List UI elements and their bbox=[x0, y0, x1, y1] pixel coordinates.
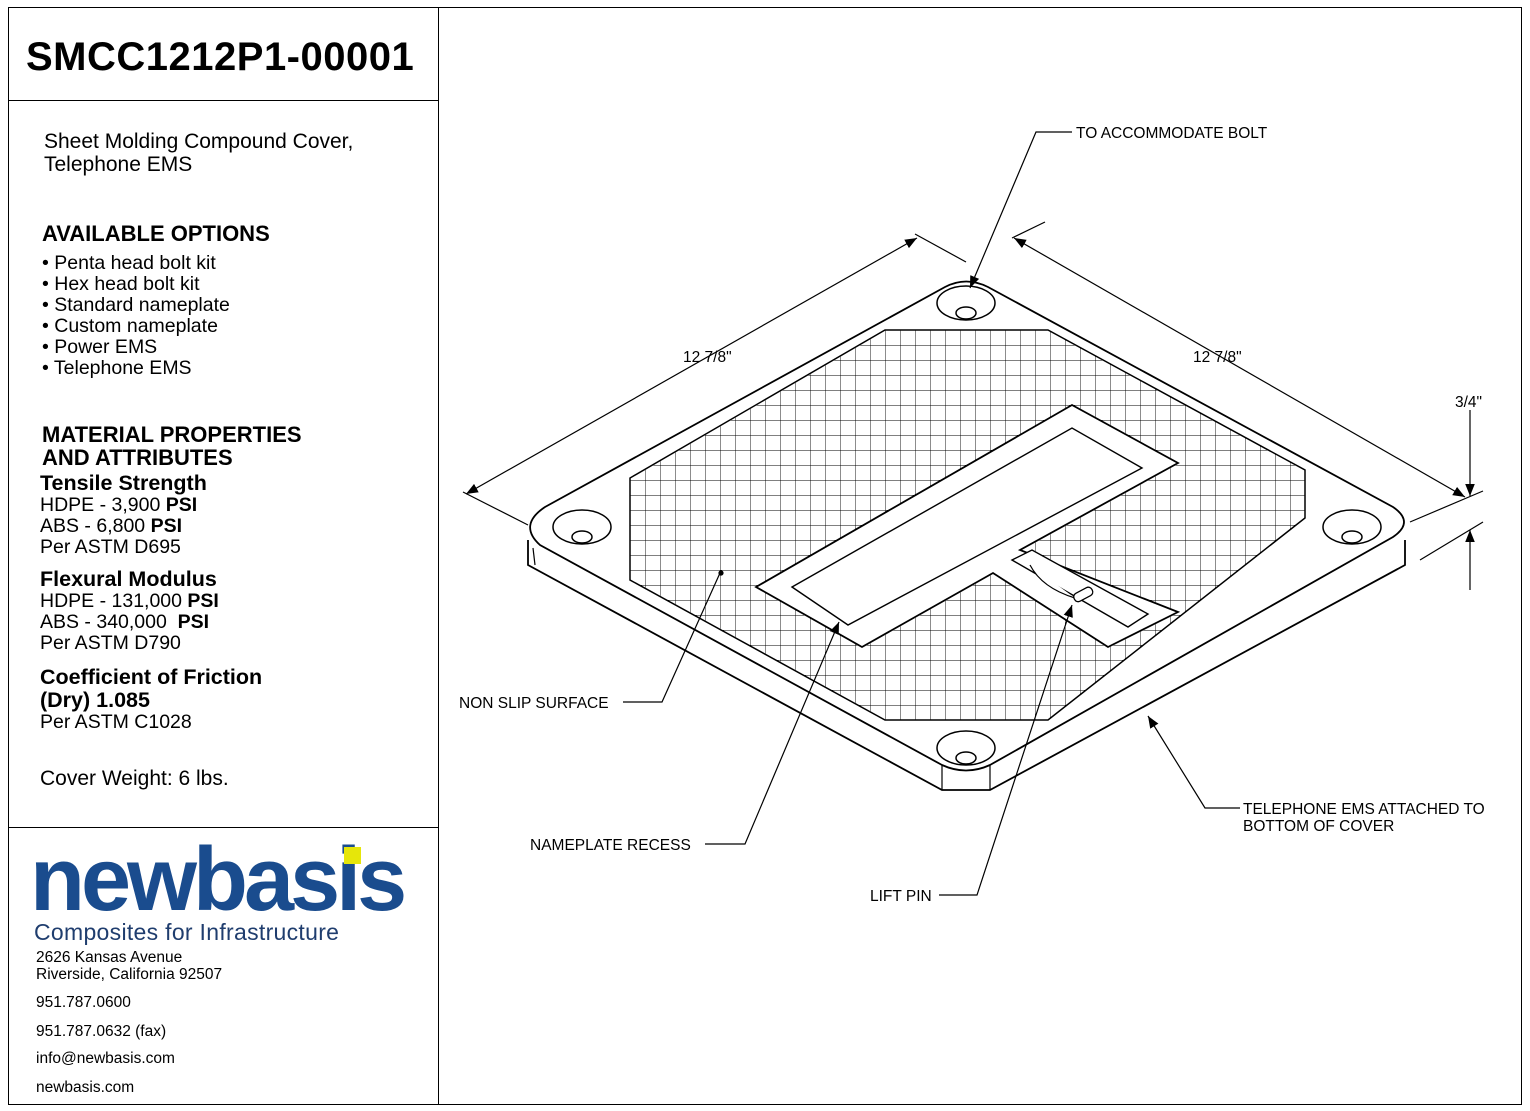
options-list: • Penta head bolt kit • Hex head bolt ki… bbox=[42, 253, 230, 379]
tensile-strength: Tensile Strength HDPE - 3,900 PSI ABS - … bbox=[40, 472, 207, 558]
callout-ems-line2: BOTTOM OF COVER bbox=[1243, 818, 1394, 835]
astm-ref: Per ASTM D695 bbox=[40, 536, 181, 558]
unit: PSI bbox=[187, 590, 219, 612]
property-title: Tensile Strength bbox=[40, 471, 207, 495]
non-slip-dot bbox=[718, 570, 724, 576]
dim-thickness-label: 3/4" bbox=[1455, 394, 1482, 411]
description-line: Sheet Molding Compound Cover, bbox=[44, 130, 354, 153]
hdpe-value: HDPE - 131,000 bbox=[40, 590, 188, 612]
material-heading-2: AND ATTRIBUTES bbox=[42, 445, 233, 470]
callout-lift-pin: LIFT PIN bbox=[870, 888, 932, 905]
company-logo: newbasis Composites for Infrastructure bbox=[30, 830, 410, 949]
abs-value: ABS - 340,000 bbox=[40, 611, 178, 633]
part-number: SMCC1212P1-00001 bbox=[26, 35, 415, 79]
bolt-hole-top bbox=[936, 285, 996, 321]
logo-square-icon bbox=[344, 847, 361, 864]
list-item: • Hex head bolt kit bbox=[42, 273, 200, 295]
logo-wordmark: newbasis bbox=[30, 830, 407, 930]
email-link[interactable]: info@newbasis.com bbox=[36, 1050, 175, 1067]
logo-tagline: Composites for Infrastructure bbox=[34, 919, 340, 945]
options-heading: AVAILABLE OPTIONS bbox=[42, 221, 270, 246]
list-item: • Custom nameplate bbox=[42, 315, 218, 337]
astm-ref: Per ASTM D790 bbox=[40, 632, 181, 654]
property-title: (Dry) 1.085 bbox=[40, 688, 150, 712]
callout-ems-line1: TELEPHONE EMS ATTACHED TO bbox=[1243, 801, 1485, 818]
callout-bolt: TO ACCOMMODATE BOLT bbox=[1076, 125, 1268, 142]
hdpe-value: HDPE - 3,900 bbox=[40, 494, 166, 516]
cover-weight: Cover Weight: 6 lbs. bbox=[40, 767, 229, 790]
list-item: • Power EMS bbox=[42, 336, 158, 358]
property-title: Coefficient of Friction bbox=[40, 665, 263, 689]
property-value: ABS - 6,800 PSI bbox=[40, 516, 207, 537]
unit: PSI bbox=[177, 611, 210, 633]
dim-left-label: 12 7/8" bbox=[683, 349, 732, 366]
bolt-hole-left bbox=[552, 509, 612, 545]
coefficient-of-friction: Coefficient of Friction (Dry) 1.085 Per … bbox=[40, 666, 262, 733]
callout-non-slip: NON SLIP SURFACE bbox=[459, 695, 609, 712]
dimension-lines bbox=[462, 221, 1484, 590]
fax: 951.787.0632 (fax) bbox=[36, 1023, 167, 1040]
list-item: • Penta head bolt kit bbox=[42, 252, 216, 274]
drawing-frame bbox=[8, 7, 1522, 1105]
phone: 951.787.0600 bbox=[36, 994, 131, 1011]
product-description: Sheet Molding Compound Cover, Telephone … bbox=[44, 130, 353, 176]
list-item: • Standard nameplate bbox=[42, 294, 230, 316]
abs-value: ABS - 6,800 bbox=[40, 515, 151, 537]
astm-ref: Per ASTM C1028 bbox=[40, 711, 192, 733]
website-link[interactable]: newbasis.com bbox=[36, 1079, 135, 1096]
address-line: Riverside, California 92507 bbox=[36, 966, 223, 983]
property-value: ABS - 340,000 PSI bbox=[40, 612, 219, 633]
divider bbox=[8, 100, 439, 101]
flexural-modulus: Flexural Modulus HDPE - 131,000 PSI ABS … bbox=[40, 568, 219, 654]
description-line: Telephone EMS bbox=[44, 153, 193, 176]
callout-nameplate: NAMEPLATE RECESS bbox=[530, 837, 691, 854]
unit: PSI bbox=[165, 494, 198, 516]
property-title: Flexural Modulus bbox=[40, 567, 217, 591]
title-block: SMCC1212P1-00001 Sheet Molding Compound … bbox=[8, 7, 439, 1105]
property-value: HDPE - 131,000 PSI bbox=[40, 591, 219, 612]
unit: PSI bbox=[150, 515, 183, 537]
address-line: 2626 Kansas Avenue bbox=[36, 949, 183, 966]
list-item: • Telephone EMS bbox=[42, 357, 192, 379]
leader-lines bbox=[623, 131, 1240, 896]
property-value: HDPE - 3,900 PSI bbox=[40, 495, 207, 516]
divider bbox=[8, 827, 439, 828]
bolt-holes bbox=[552, 285, 1382, 766]
material-heading: MATERIAL PROPERTIES bbox=[42, 422, 302, 447]
bolt-hole-bottom bbox=[936, 730, 996, 766]
bolt-hole-right bbox=[1322, 509, 1382, 545]
dim-right-label: 12 7/8" bbox=[1193, 349, 1242, 366]
